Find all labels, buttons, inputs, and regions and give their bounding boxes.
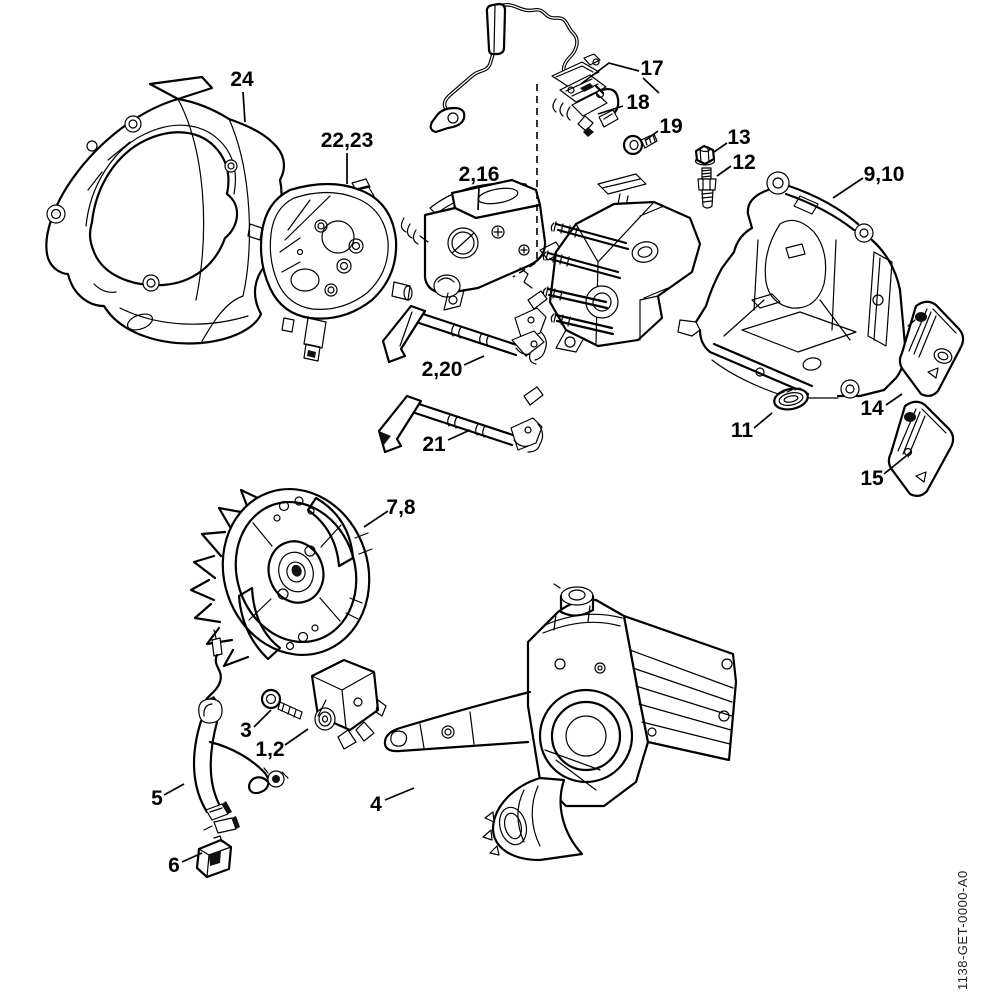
callout-3: 3 — [240, 719, 252, 742]
leader-1-2 — [284, 728, 309, 746]
part-17-switch-harness — [429, 2, 608, 137]
part-15-air-filter — [887, 400, 955, 498]
leader-9-10 — [832, 177, 864, 199]
leader-15 — [883, 451, 912, 475]
part-22-23-fan-housing-plate — [247, 178, 413, 362]
part-1-2-ignition-module — [310, 658, 387, 750]
part-12-collar-stud — [697, 167, 717, 209]
callout-13: 13 — [727, 126, 750, 149]
callout-18: 18 — [626, 91, 650, 114]
callout-17: 17 — [640, 57, 663, 80]
doc-code: 1138-GET-0000-A0 — [955, 870, 970, 990]
callout-22-23: 22,23 — [321, 129, 374, 152]
callout-7-8: 7,8 — [386, 496, 416, 519]
callout-12: 12 — [732, 151, 755, 174]
leader-12 — [716, 165, 732, 177]
callout-2-20: 2,20 — [422, 358, 463, 381]
leader-21 — [447, 429, 471, 441]
leader-24 — [242, 91, 246, 123]
callout-15: 15 — [860, 467, 884, 490]
leader-14 — [885, 393, 903, 406]
leader-5 — [163, 783, 185, 796]
leader-13 — [713, 142, 728, 153]
part-9-10-tank-housing — [677, 171, 907, 399]
part-2-20-throttle-rod — [381, 290, 548, 365]
leader-4 — [384, 787, 415, 801]
part-11-plug — [773, 387, 809, 411]
leader-7-8 — [363, 510, 389, 528]
callout-14: 14 — [860, 397, 884, 420]
part-5-wiring-harness — [192, 629, 289, 834]
leader-18 — [597, 105, 624, 115]
leader-19 — [645, 130, 659, 141]
callout-4: 4 — [370, 793, 382, 816]
part-6-connector — [195, 835, 233, 879]
leader-17 — [580, 62, 640, 85]
leader-17 — [642, 77, 660, 94]
leader-11 — [753, 412, 773, 429]
part-18-spring-clip — [594, 84, 620, 128]
callout-9-10: 9,10 — [864, 163, 905, 186]
callout-1-2: 1,2 — [255, 738, 284, 761]
dashed-alignment-line — [512, 84, 538, 278]
leader-6 — [181, 852, 203, 863]
callout-6: 6 — [168, 854, 180, 877]
callout-19: 19 — [659, 115, 682, 138]
callout-11: 11 — [731, 419, 754, 442]
leader-2-16 — [477, 186, 480, 211]
callout-21: 21 — [422, 433, 446, 456]
callout-5: 5 — [151, 787, 163, 810]
leader-2-20 — [463, 355, 485, 366]
part-13-flange-nut — [694, 144, 716, 166]
part-2-16-carburetor — [400, 178, 563, 311]
part-24-top-cover — [45, 75, 286, 345]
part-4-crankcase — [383, 583, 738, 862]
part-19-screw — [622, 133, 658, 156]
part-21-throttle-rod — [377, 386, 544, 454]
part-3-screw — [260, 688, 303, 720]
cylinder-mount-assembly — [542, 173, 702, 353]
callout-24: 24 — [230, 68, 254, 91]
leader-3 — [253, 709, 272, 728]
part-7-8-flywheel — [189, 487, 373, 668]
callout-2-16: 2,16 — [459, 163, 500, 186]
part-14-air-filter — [898, 300, 965, 398]
